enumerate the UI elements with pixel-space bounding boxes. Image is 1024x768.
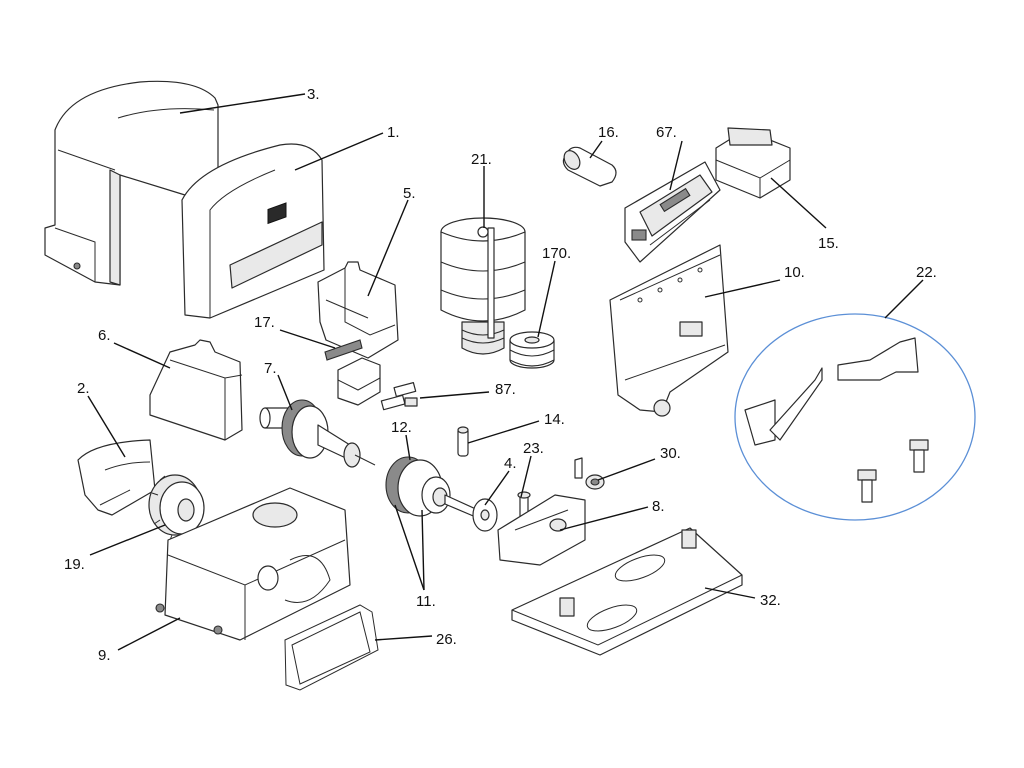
callout-label-21: 21. [471, 151, 492, 168]
part-12-gear [385, 456, 479, 519]
callout-label-15: 15. [818, 235, 839, 252]
callout-label-6: 6. [98, 327, 111, 344]
callout-label-11: 11. [416, 593, 436, 610]
part-7-gear-shaft [259, 399, 376, 468]
part-9-gearbox-housing [155, 487, 351, 641]
part-32-base-plate [511, 527, 743, 656]
part-10-mounting-plate [609, 244, 729, 417]
callout-label-4: 4. [504, 455, 517, 472]
callout-label-5: 5. [403, 185, 416, 202]
callout-label-2: 2. [77, 380, 90, 397]
leader-lines [87, 93, 924, 651]
callout-label-17: 17. [254, 314, 275, 331]
callout-label-26: 26. [436, 631, 457, 648]
callout-label-14: 14. [544, 411, 565, 428]
callout-labels: 3. 1. 5. 21. 170. 16. 67. 15. 10. 22. 17… [64, 86, 937, 664]
callout-label-19: 19. [64, 556, 85, 573]
part-21-motor [440, 217, 526, 355]
callout-label-9: 9. [98, 647, 111, 664]
callout-label-1: 1. [387, 124, 400, 141]
part-26-gasket [284, 604, 379, 691]
callout-label-12: 12. [391, 419, 412, 436]
part-19-drive-gear [148, 474, 205, 541]
part-4-washer [472, 498, 498, 532]
part-17-limit-switch [324, 339, 381, 406]
callout-label-10: 10. [784, 264, 805, 281]
part-1-front-cover [181, 143, 325, 319]
part-14-pin [457, 426, 469, 457]
callout-label-23: 23. [523, 440, 544, 457]
callout-label-67: 67. [656, 124, 677, 141]
callout-label-87: 87. [495, 381, 516, 398]
callout-label-16: 16. [598, 124, 619, 141]
callout-label-7: 7. [264, 360, 277, 377]
callout-label-22: 22. [916, 264, 937, 281]
part-170-spacers [509, 331, 555, 369]
part-15-transformer [715, 127, 791, 199]
part-2-side-guard [77, 439, 156, 516]
part-6-cover-plate [149, 339, 243, 441]
part-67-control-board [624, 161, 721, 263]
callout-label-32: 32. [760, 592, 781, 609]
callout-label-30: 30. [660, 445, 681, 462]
callout-label-8: 8. [652, 498, 665, 515]
part-8-release-cover [497, 494, 586, 566]
part-30-release-knob [574, 457, 605, 490]
part-3-outer-cover [44, 80, 219, 286]
part-22-detail-circle [734, 313, 976, 521]
callout-label-170: 170. [542, 245, 571, 262]
callout-label-3: 3. [307, 86, 320, 103]
part-5-bracket [317, 261, 399, 359]
part-87-connectors [380, 381, 418, 411]
part-16-capacitor [562, 146, 617, 187]
